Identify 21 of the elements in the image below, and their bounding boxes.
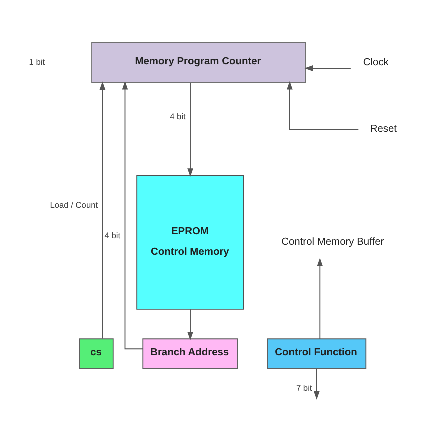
arrow: [314, 368, 320, 400]
arrow: [188, 82, 194, 176]
arrow: [100, 81, 106, 339]
arrow: [287, 80, 360, 130]
edge-label: Load / Count: [50, 199, 98, 210]
node-text: Reset: [370, 123, 398, 134]
arrow: [317, 258, 324, 339]
edge-label: 4 bit: [104, 230, 121, 240]
node-box: Control Function: [267, 338, 367, 369]
node-box: Branch Address: [142, 338, 238, 369]
node-box: cs: [79, 338, 114, 369]
arrow: [304, 65, 352, 71]
node-box: EPROM Control Memory: [136, 174, 244, 310]
node-box: Memory Program Counter: [92, 42, 306, 83]
edge-label: 7 bit: [296, 382, 312, 392]
label: 1 bit: [29, 56, 46, 66]
edge-label: 4 bit: [170, 111, 186, 122]
node-text: Clock: [363, 56, 389, 68]
arrow: [122, 80, 144, 350]
arrow: [188, 308, 194, 340]
node-text: Control Memory Buffer: [282, 236, 384, 248]
